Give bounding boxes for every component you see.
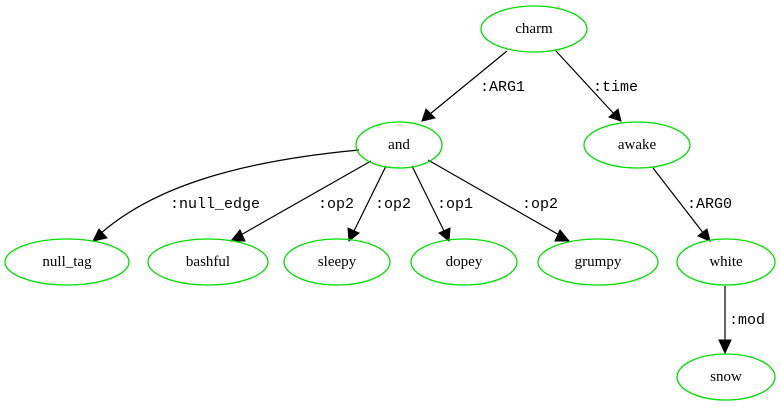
edge-label-arg0: :ARG0: [687, 196, 732, 213]
edge-label-time: :time: [593, 79, 638, 96]
node-label-null-tag: null_tag: [42, 254, 92, 270]
node-awake[interactable]: awake: [583, 121, 691, 169]
edges: :ARG1 :time :null_edge :op2 :op2 :op1: [92, 50, 765, 355]
edge-label-null-edge: :null_edge: [170, 196, 260, 213]
node-charm[interactable]: charm: [480, 5, 588, 53]
node-null-tag[interactable]: null_tag: [4, 238, 130, 286]
node-label-grumpy: grumpy: [575, 254, 622, 270]
edge-and-sleepy: :op2: [347, 165, 411, 242]
edge-label-op2-grumpy: :op2: [522, 196, 558, 213]
node-white[interactable]: white: [676, 238, 776, 286]
edge-label-op1: :op1: [437, 196, 473, 213]
node-grumpy[interactable]: grumpy: [537, 238, 659, 286]
edge-charm-awake: :time: [555, 50, 638, 122]
edge-and-dopey: :op1: [411, 165, 473, 242]
edge-awake-white: :ARG0: [652, 167, 732, 242]
node-dopey[interactable]: dopey: [410, 238, 518, 286]
edge-label-op2-bashful: :op2: [318, 196, 354, 213]
edge-white-snow: :mod: [718, 286, 765, 355]
node-label-snow: snow: [710, 369, 742, 385]
node-label-white: white: [709, 254, 743, 270]
edge-label-arg1: :ARG1: [480, 79, 525, 96]
node-snow[interactable]: snow: [676, 353, 776, 401]
edge-and-bashful: :op2: [229, 160, 372, 242]
node-sleepy[interactable]: sleepy: [283, 238, 391, 286]
edge-label-op2-sleepy: :op2: [375, 196, 411, 213]
edge-and-grumpy: :op2: [427, 159, 571, 242]
edge-charm-and: :ARG1: [421, 50, 525, 122]
node-label-sleepy: sleepy: [318, 254, 357, 270]
node-label-dopey: dopey: [446, 254, 483, 270]
node-label-and: and: [388, 137, 410, 153]
node-label-bashful: bashful: [186, 254, 230, 270]
edge-label-mod: :mod: [729, 312, 765, 329]
node-bashful[interactable]: bashful: [147, 238, 269, 286]
edge-and-null_tag: :null_edge: [92, 149, 360, 242]
nodes: charm and awake null_tag bashful sleepy …: [4, 5, 776, 401]
node-label-charm: charm: [515, 21, 553, 37]
node-label-awake: awake: [618, 137, 657, 153]
node-and[interactable]: and: [355, 121, 443, 169]
